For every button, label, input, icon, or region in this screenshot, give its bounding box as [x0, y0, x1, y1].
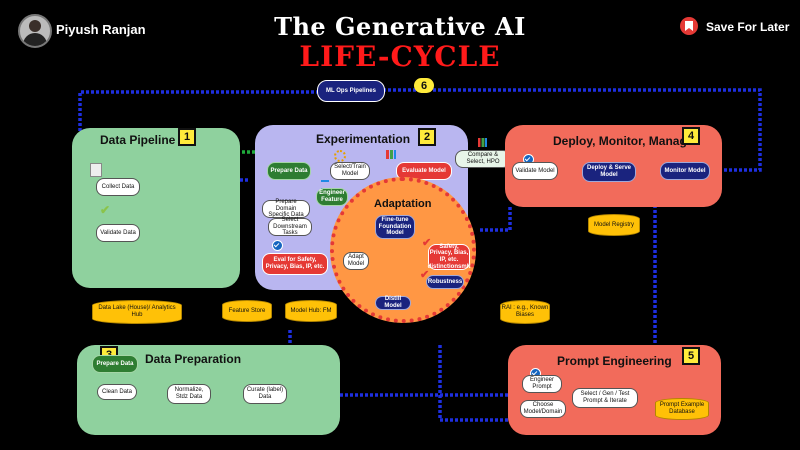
safety-privacy-box: Safety, Privacy, Bias, IP, etc. distinct…	[427, 243, 471, 270]
rai-db: RAI : e.g., Known Biases	[500, 300, 550, 324]
badge-4: 4	[682, 127, 700, 145]
select-train-model-box: Select/Train Model	[330, 162, 370, 180]
bar-chart-icon	[386, 150, 396, 159]
model-registry-db: Model Registry	[588, 214, 640, 236]
prompt-engineering-title: Prompt Engineering	[557, 354, 672, 368]
badge-5: 5	[682, 347, 700, 365]
rai-label: RAI : e.g., Known Biases	[501, 305, 549, 318]
finetune-model-box: Fine-tune Foundation Model	[375, 215, 415, 239]
prompt-example-label: Prompt Example Database	[659, 402, 705, 415]
feature-store-db: Feature Store	[222, 300, 272, 322]
collect-data-box: Collect Data	[96, 178, 140, 196]
choose-model-box: Choose Model/Domain	[520, 400, 566, 418]
compare-select-hpo-box: Compare & Select, HPO	[455, 150, 511, 168]
save-for-later-label[interactable]: Save For Later	[706, 20, 790, 34]
validate-model-box: Validate Model	[512, 162, 558, 180]
prepare-data-exp-box: Prepare Data	[267, 162, 311, 180]
robustness-box: Robustness	[426, 275, 464, 289]
gear-icon	[334, 150, 346, 162]
monitor-model-box: Monitor Model	[660, 162, 710, 180]
data-lake-label: Data Lake (House)/ Analytics Hub	[98, 305, 176, 318]
clean-data-box: Clean Data	[97, 384, 137, 400]
adaptation-title: Adaptation	[374, 198, 432, 210]
verified-check-icon	[272, 240, 283, 251]
data-lake-db: Data Lake (House)/ Analytics Hub	[92, 300, 182, 324]
deploy-serve-model-box: Deploy & Serve Model	[582, 162, 636, 182]
title-line-1: The Generative AI	[274, 12, 526, 41]
prepare-domain-data-box: Prepare Domain Specific Data	[262, 199, 310, 218]
checkmark-icon: ✔	[100, 203, 111, 217]
prepare-data-prep-box: Prepare Data	[92, 355, 138, 373]
select-downstream-tasks-box: Select Downstream Tasks	[268, 217, 312, 236]
curate-data-box: Curate (label) Data	[243, 384, 287, 404]
model-registry-label: Model Registry	[593, 221, 634, 228]
engineer-feature-box: Engineer Feature	[316, 188, 348, 206]
author-name: Piyush Ranjan	[56, 22, 146, 37]
mlops-pipelines-box: ML Ops Pipelines	[317, 80, 385, 102]
model-hub-db: Model Hub: FM	[285, 300, 337, 322]
experimentation-title: Experimentation	[316, 132, 411, 146]
validate-data-box: Validate Data	[96, 224, 140, 242]
adapt-model-box: Adapt Model	[343, 252, 369, 270]
feature-store-label: Feature Store	[228, 307, 266, 314]
badge-2: 2	[418, 128, 436, 146]
bookmark-icon[interactable]	[680, 17, 698, 35]
badge-1: 1	[178, 128, 196, 146]
normalize-data-box: Normalize, Stdz Data	[167, 384, 211, 404]
eval-safety-box: Eval for Safety, Privacy, Bias, IP, etc.	[262, 253, 328, 275]
prompt-example-db: Prompt Example Database	[655, 398, 709, 420]
distill-model-box: Distill Model	[375, 296, 411, 310]
deploy-title: Deploy, Monitor, Manage	[553, 134, 694, 148]
title-line-2: LIFE-CYCLE	[299, 40, 501, 73]
data-preparation-title: Data Preparation	[145, 352, 242, 366]
document-icon	[90, 163, 102, 177]
author-avatar	[18, 14, 52, 48]
badge-6: 6	[414, 78, 434, 93]
red-check-icon: ✔	[422, 237, 432, 249]
data-pipeline-title: Data Pipeline	[100, 133, 176, 147]
red-check-icon-2: ✔	[420, 269, 430, 281]
engineer-prompt-box: Engineer Prompt	[522, 375, 562, 393]
model-hub-label: Model Hub: FM	[290, 307, 332, 314]
bar-chart-icon-2	[478, 138, 487, 147]
select-gen-prompt-box: Select / Gen / Test Prompt & Iterate	[572, 388, 638, 408]
data-pipeline-panel	[72, 128, 240, 288]
